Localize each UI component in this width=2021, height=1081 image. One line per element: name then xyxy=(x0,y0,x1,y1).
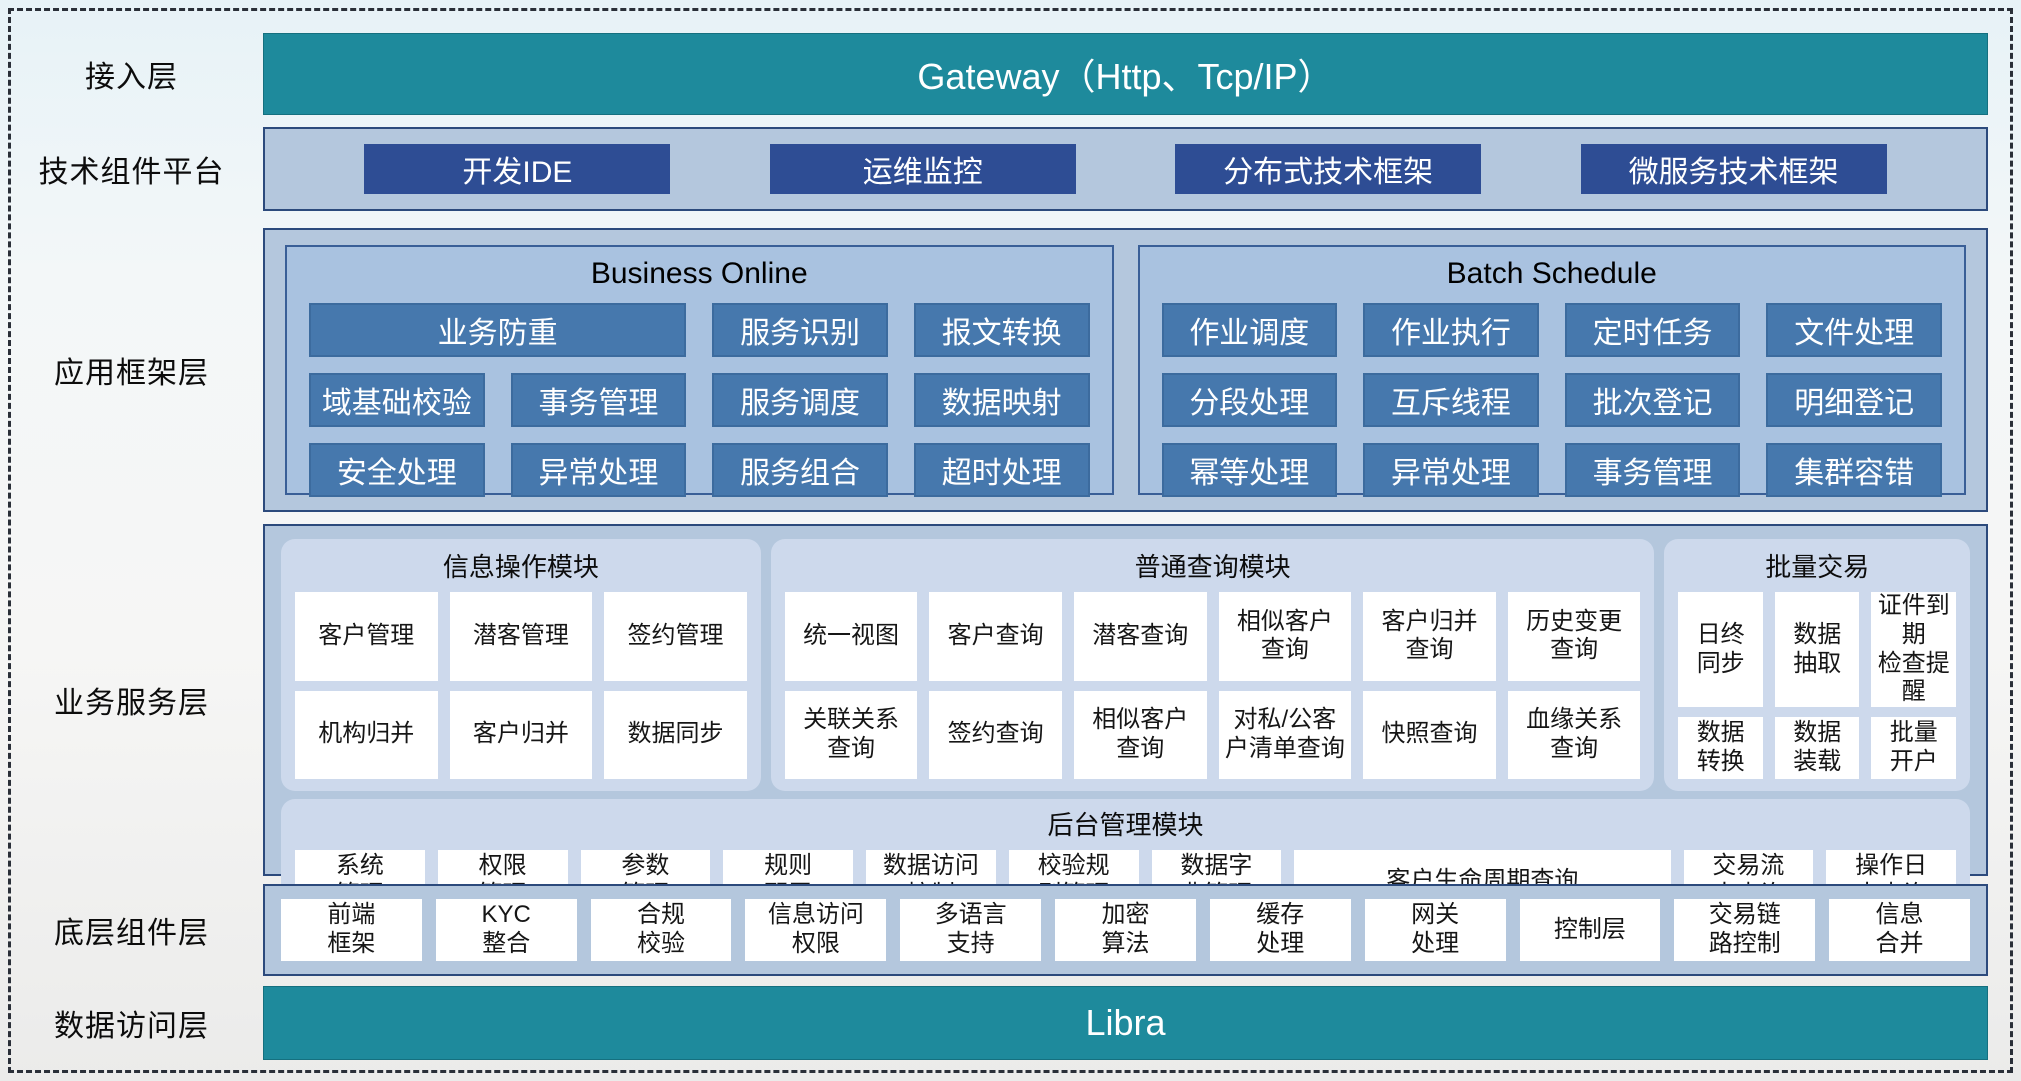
admin-module-title: 后台管理模块 xyxy=(1047,810,1204,841)
layer-app-framework: 应用框架层 Business Online 业务防重 服务识别 报文转换 域基础… xyxy=(0,228,2021,512)
base-box: 控制层 xyxy=(1519,899,1661,961)
batchtx-box: 证件到期 检查提醒 xyxy=(1871,592,1956,708)
batchtx-box: 批量 开户 xyxy=(1871,717,1956,780)
base-components-container: 前端 框架 KYC 整合 合规 校验 信息访问 权限 多语言 支持 加密 算法 … xyxy=(263,884,1988,976)
bs-box: 作业调度 xyxy=(1161,303,1338,357)
bo-box: 安全处理 xyxy=(309,443,485,497)
bs-box: 作业执行 xyxy=(1363,303,1539,357)
bo-box: 超时处理 xyxy=(913,443,1090,497)
business-online-title: Business Online xyxy=(590,257,808,290)
base-box: 信息 合并 xyxy=(1829,899,1970,961)
base-box: 合规 校验 xyxy=(590,899,732,961)
query-box: 客户归并 查询 xyxy=(1363,592,1496,681)
business-online-panel: Business Online 业务防重 服务识别 报文转换 域基础校验 事务管… xyxy=(285,245,1114,497)
batch-schedule-panel: Batch Schedule 作业调度 作业执行 定时任务 文件处理 分段处理 … xyxy=(1137,245,1966,497)
base-box: 缓存 处理 xyxy=(1209,899,1351,961)
layer-label-business-service: 业务服务层 xyxy=(54,687,209,720)
base-box: 前端 框架 xyxy=(281,899,422,961)
query-box: 关联关系 查询 xyxy=(784,690,918,780)
business-service-container: 信息操作模块 客户管理 潜客管理 签约管理 机构归并 客户归并 数据同步 xyxy=(263,524,1988,925)
base-box: 加密 算法 xyxy=(1055,899,1196,961)
bs-box: 异常处理 xyxy=(1363,443,1539,497)
batch-schedule-title: Batch Schedule xyxy=(1446,257,1657,290)
bs-box: 明细登记 xyxy=(1766,373,1942,427)
info-box: 潜客管理 xyxy=(449,592,593,681)
query-box: 对私/公客 户清单查询 xyxy=(1218,690,1352,780)
tech-box-dev-ide: 开发IDE xyxy=(364,144,671,194)
batch-schedule-grid: 作业调度 作业执行 定时任务 文件处理 分段处理 互斥线程 批次登记 明细登记 … xyxy=(1161,303,1942,497)
business-online-grid: 业务防重 服务识别 报文转换 域基础校验 事务管理 服务调度 数据映射 安全处理… xyxy=(309,303,1090,497)
info-box: 机构归并 xyxy=(295,690,438,780)
info-box: 签约管理 xyxy=(604,592,747,681)
query-box: 客户查询 xyxy=(929,592,1062,681)
info-box: 客户归并 xyxy=(449,690,593,780)
bo-box: 数据映射 xyxy=(913,373,1090,427)
layer-label-access: 接入层 xyxy=(85,61,178,94)
layer-label-data-access: 数据访问层 xyxy=(54,1010,209,1043)
layer-label-tech-platform: 技术组件平台 xyxy=(38,156,225,189)
bo-box: 服务识别 xyxy=(712,303,888,357)
query-box: 统一视图 xyxy=(784,592,918,681)
info-box: 客户管理 xyxy=(295,592,438,681)
layer-label-app-framework: 应用框架层 xyxy=(54,357,209,390)
tech-box-distributed-framework: 分布式技术框架 xyxy=(1175,144,1482,194)
batchtx-box: 日终 同步 xyxy=(1678,592,1763,708)
tech-box-ops-monitor: 运维监控 xyxy=(769,144,1076,194)
query-box: 相似客户 查询 xyxy=(1073,690,1207,780)
bo-box: 域基础校验 xyxy=(309,373,485,427)
bs-box: 定时任务 xyxy=(1564,303,1741,357)
tech-box-microservice-framework: 微服务技术框架 xyxy=(1580,144,1887,194)
layer-business-service: 业务服务层 信息操作模块 客户管理 潜客管理 签约管理 机构归并 客户归并 xyxy=(0,524,2021,925)
app-framework-container: Business Online 业务防重 服务识别 报文转换 域基础校验 事务管… xyxy=(263,228,1988,512)
info-operation-title: 信息操作模块 xyxy=(442,552,599,582)
layer-base-components: 底层组件层 前端 框架 KYC 整合 合规 校验 信息访问 权限 多语言 支持 … xyxy=(0,884,2021,976)
bs-box: 互斥线程 xyxy=(1363,373,1539,427)
general-query-title: 普通查询模块 xyxy=(1134,552,1291,582)
bo-box: 服务调度 xyxy=(712,373,888,427)
bo-box: 服务组合 xyxy=(712,443,888,497)
layer-label-base-components: 底层组件层 xyxy=(54,917,209,950)
bo-box: 事务管理 xyxy=(510,373,687,427)
bo-box: 异常处理 xyxy=(510,443,687,497)
general-query-module: 普通查询模块 统一视图 客户查询 潜客查询 相似客户 查询 客户归并 查询 历史… xyxy=(770,539,1655,792)
base-box: 信息访问 权限 xyxy=(745,899,887,961)
libra-bar: Libra xyxy=(263,986,1988,1060)
batchtx-box: 数据 抽取 xyxy=(1774,592,1860,708)
layer-data-access: 数据访问层 Libra xyxy=(0,986,2021,1060)
base-box: KYC 整合 xyxy=(435,899,577,961)
query-box: 相似客户 查询 xyxy=(1218,592,1352,681)
batchtx-box: 数据 转换 xyxy=(1678,717,1763,780)
bo-box: 业务防重 xyxy=(309,303,687,357)
info-operation-module: 信息操作模块 客户管理 潜客管理 签约管理 机构归并 客户归并 数据同步 xyxy=(281,539,761,792)
batchtx-box: 数据 装载 xyxy=(1774,717,1860,780)
query-box: 血缘关系 查询 xyxy=(1507,690,1641,780)
batch-transaction-module: 批量交易 日终 同步 数据 抽取 证件到期 检查提醒 数据 转换 数据 装载 批… xyxy=(1664,539,1970,792)
bs-box: 分段处理 xyxy=(1161,373,1338,427)
bs-box: 事务管理 xyxy=(1564,443,1741,497)
info-operation-grid: 客户管理 潜客管理 签约管理 机构归并 客户归并 数据同步 xyxy=(295,592,747,780)
bs-box: 文件处理 xyxy=(1766,303,1942,357)
layer-rows: 接入层 Gateway（Http、Tcp/IP） 技术组件平台 开发IDE 运维… xyxy=(0,33,2021,1060)
layer-access: 接入层 Gateway（Http、Tcp/IP） xyxy=(0,33,2021,115)
gateway-bar: Gateway（Http、Tcp/IP） xyxy=(263,33,1988,115)
tech-platform-container: 开发IDE 运维监控 分布式技术框架 微服务技术框架 xyxy=(263,127,1988,211)
bo-box: 报文转换 xyxy=(913,303,1090,357)
query-box: 历史变更 查询 xyxy=(1507,592,1641,681)
base-box: 网关 处理 xyxy=(1364,899,1506,961)
service-modules-row: 信息操作模块 客户管理 潜客管理 签约管理 机构归并 客户归并 数据同步 xyxy=(281,539,1970,792)
general-query-grid: 统一视图 客户查询 潜客查询 相似客户 查询 客户归并 查询 历史变更 查询 关… xyxy=(784,592,1641,780)
query-box: 签约查询 xyxy=(929,690,1062,780)
batch-transaction-title: 批量交易 xyxy=(1765,552,1870,582)
batch-transaction-grid: 日终 同步 数据 抽取 证件到期 检查提醒 数据 转换 数据 装载 批量 开户 xyxy=(1678,592,1956,780)
base-box: 交易链 路控制 xyxy=(1674,899,1816,961)
query-box: 潜客查询 xyxy=(1073,592,1207,681)
layer-tech-platform: 技术组件平台 开发IDE 运维监控 分布式技术框架 微服务技术框架 xyxy=(0,127,2021,211)
info-box: 数据同步 xyxy=(604,690,747,780)
bs-box: 集群容错 xyxy=(1766,443,1942,497)
bs-box: 批次登记 xyxy=(1564,373,1741,427)
bs-box: 幂等处理 xyxy=(1161,443,1338,497)
base-box: 多语言 支持 xyxy=(900,899,1042,961)
query-box: 快照查询 xyxy=(1363,690,1496,780)
